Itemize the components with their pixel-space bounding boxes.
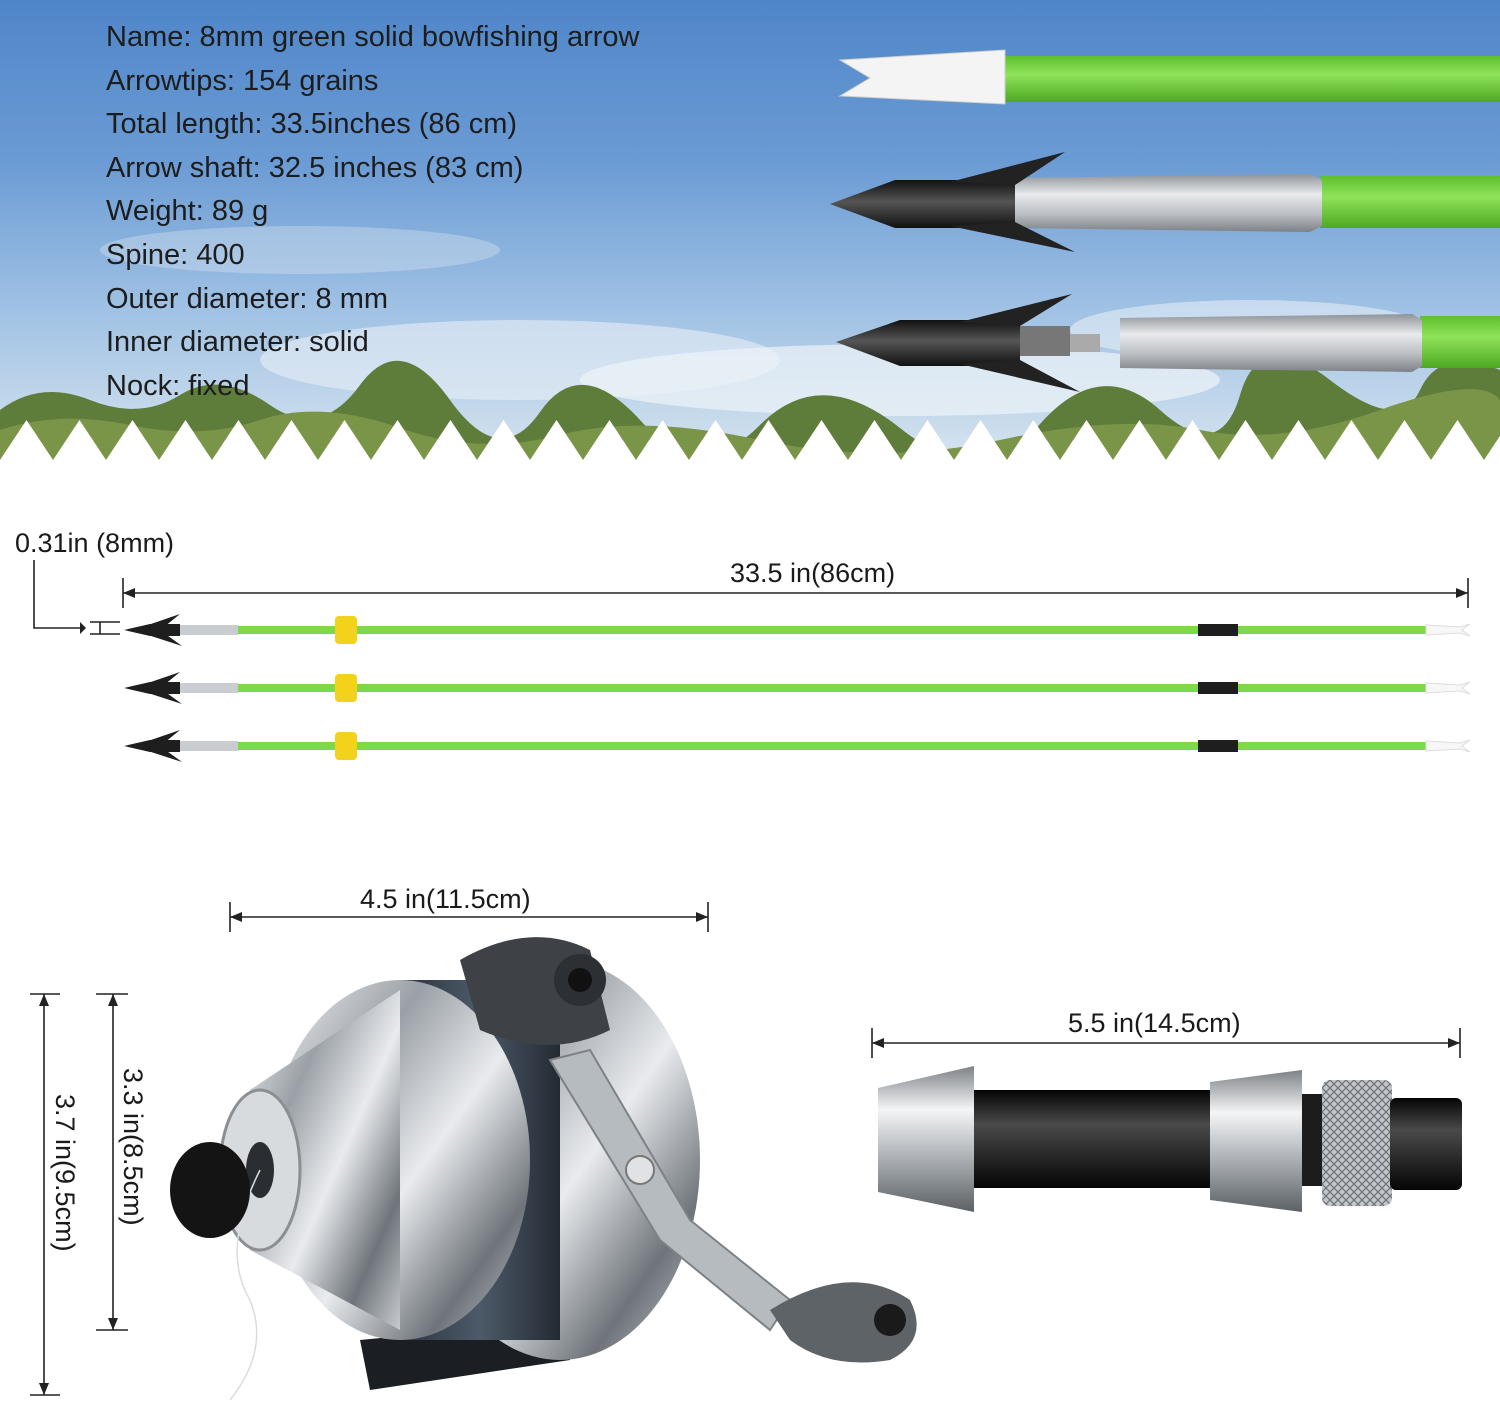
nock-closeup <box>838 49 1500 105</box>
arrow-1 <box>124 614 1471 646</box>
spec-outer-diameter: Outer diameter: 8 mm <box>106 282 389 315</box>
spec-banner: Name: 8mm green solid bowfishing arrow A… <box>0 0 1500 460</box>
arrow-dimension-lines <box>33 560 1469 635</box>
disassembled-point-closeup <box>836 294 1500 392</box>
reel-height-outer-label: 3.7 in(9.5cm) <box>50 1094 80 1252</box>
arrow-diameter-label: 0.31in (8mm) <box>15 528 175 558</box>
spec-name: Name: 8mm green solid bowfishing arrow <box>106 21 640 53</box>
arrow-3 <box>124 730 1471 762</box>
spec-arrowtips: Arrowtips: 154 grains <box>106 64 379 97</box>
spincast-reel-illustration <box>170 937 917 1401</box>
reel-width-label: 4.5 in(11.5cm) <box>360 884 531 914</box>
arrow-length-label: 33.5 in(86cm) <box>730 558 896 588</box>
assembled-point-closeup <box>830 152 1500 252</box>
rest-length-dimension-line <box>871 1028 1461 1058</box>
reel-height-dimension-lines <box>30 993 128 1396</box>
spec-nock: Nock: fixed <box>106 369 250 402</box>
rest-length-label: 5.5 in(14.5cm) <box>1068 1008 1241 1038</box>
zigzag-edge-decoration <box>0 420 1500 460</box>
spec-inner-diameter: Inner diameter: solid <box>106 326 369 359</box>
spec-total-length: Total length: 33.5inches (86 cm) <box>106 108 518 141</box>
spec-weight: Weight: 89 g <box>106 195 269 228</box>
spec-list: Name: 8mm green solid bowfishing arrow A… <box>106 16 640 408</box>
spec-spine: Spine: 400 <box>106 238 245 271</box>
arrow-closeup-illustration <box>830 49 1500 392</box>
spec-arrow-shaft: Arrow shaft: 32.5 inches (83 cm) <box>106 151 524 184</box>
arrow-set-illustration <box>124 614 1471 762</box>
arrow-2 <box>124 672 1471 704</box>
reel-height-inner-label: 3.3 in(8.5cm) <box>118 1068 148 1226</box>
reel-width-dimension-line <box>229 902 709 932</box>
arrow-rest-illustration <box>878 1066 1462 1212</box>
